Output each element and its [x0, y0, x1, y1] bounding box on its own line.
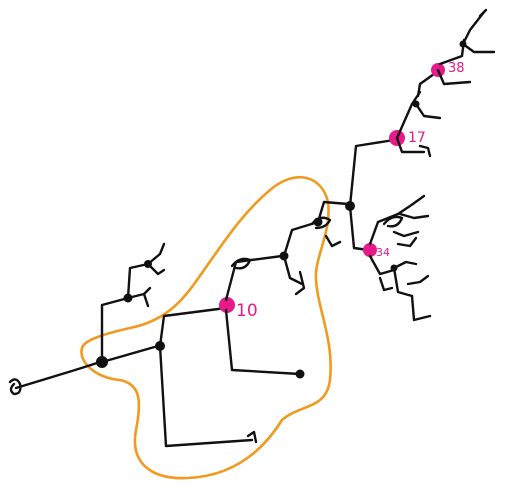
edge-spine-down: [348, 204, 370, 252]
scribble-17-a: [382, 215, 404, 228]
edge-upper-left-a: [126, 262, 150, 300]
leaf-34-tip: [418, 144, 432, 158]
leaf-node-right: [295, 369, 305, 379]
edge-38-branch-c: [478, 8, 488, 18]
edge-17-lower-b: [392, 266, 414, 298]
edge-mid-up: [282, 220, 320, 258]
scribble-node-a: [230, 257, 252, 270]
edge-upper-left-b-tip: [142, 286, 152, 296]
edge-mid-tip: [294, 270, 306, 296]
edge-node10-down: [224, 308, 302, 376]
edge-spine-up: [348, 138, 396, 208]
edge-17-up-a: [396, 194, 426, 216]
edge-17-lower-e: [378, 276, 394, 292]
scribble-node-b: [310, 216, 332, 230]
leaf-bottom-tip: [246, 430, 258, 444]
edge-node17-up: [368, 212, 400, 246]
edge-clade-up: [158, 306, 228, 348]
edge-38-branch-b: [461, 42, 496, 54]
edge-root-to-upper-clade: [100, 296, 130, 364]
node-label-34: 17: [408, 130, 426, 146]
highlighted-node-10[interactable]: [219, 297, 235, 313]
edge-node38-down: [436, 68, 472, 86]
edge-upper-left-a1: [146, 242, 166, 266]
edge-17-up-d: [396, 236, 418, 248]
node-label-17: 34: [376, 246, 390, 259]
edge-17-lower-a: [392, 260, 418, 270]
highlighted-node-17[interactable]: [363, 243, 377, 257]
edge-upper-left-a2: [146, 262, 166, 276]
edge-34-branch-tip: [414, 102, 442, 120]
edge-17-up-b: [398, 212, 430, 220]
edge-node17-down: [368, 254, 396, 276]
edge-mid-down: [282, 254, 304, 286]
root-edge: [14, 360, 102, 390]
edge-to-node38: [416, 72, 436, 98]
edge-node34-down: [395, 136, 426, 154]
edge-17-lower-c: [410, 294, 432, 322]
edge-17-lower-d: [406, 274, 430, 286]
edge-upper-clade-tips: [316, 200, 350, 224]
node-label-10: 10: [236, 301, 258, 321]
root-scribble: [8, 378, 22, 396]
edge-root-to-clade: [100, 344, 160, 364]
clade-outline: [80, 175, 332, 480]
edge-spine-side-tip: [324, 234, 342, 248]
edge-17-up-c: [392, 230, 420, 238]
edge-38-branch-a: [461, 10, 486, 46]
node-label-38: 38: [448, 61, 465, 76]
edge-clade-down: [158, 344, 254, 448]
